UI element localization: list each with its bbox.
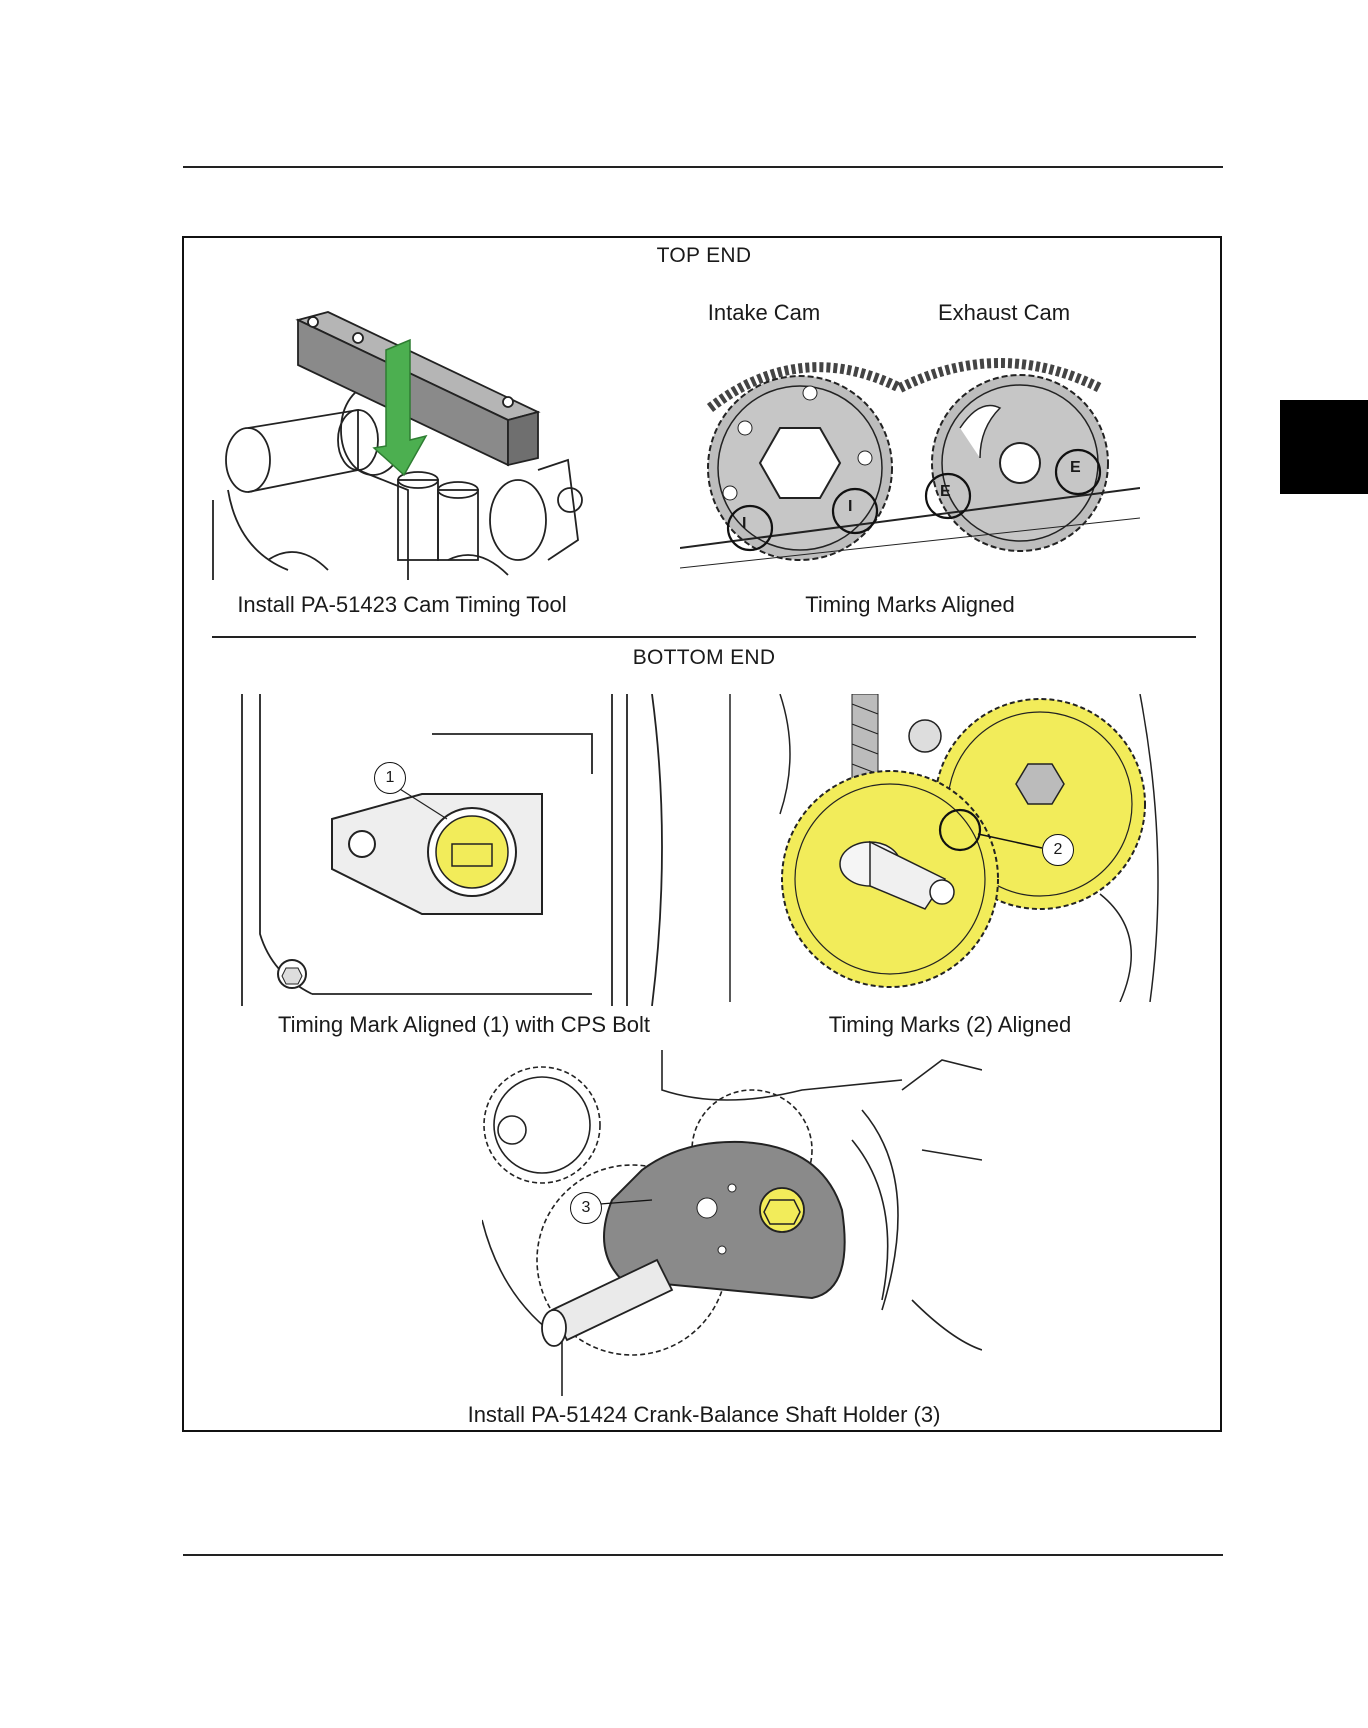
exhaust-mark-letter-2: E	[1070, 459, 1081, 477]
callout-3: 3	[570, 1192, 602, 1224]
section-divider	[212, 636, 1196, 638]
header-rule	[183, 166, 1223, 168]
exhaust-mark-letter-1: E	[940, 483, 951, 501]
cam-timing-marks-illustration: I I E E	[680, 348, 1140, 580]
top-end-title: TOP END	[184, 244, 1224, 268]
crank-holder-illustration: 3	[482, 1050, 982, 1396]
cam-tool-caption: Install PA-51423 Cam Timing Tool	[208, 592, 596, 618]
cps-drawing	[232, 694, 692, 1006]
cam-marks-caption: Timing Marks Aligned	[680, 592, 1140, 618]
callout-2: 2	[1042, 834, 1074, 866]
cps-caption: Timing Mark Aligned (1) with CPS Bolt	[224, 1012, 704, 1038]
crank-holder-caption: Install PA-51424 Crank-Balance Shaft Hol…	[184, 1402, 1224, 1428]
crank-holder-drawing	[482, 1050, 982, 1396]
gear-marks-caption: Timing Marks (2) Aligned	[720, 1012, 1180, 1038]
figure-frame: TOP END	[182, 236, 1222, 1432]
cps-timing-mark-illustration: 1	[232, 694, 692, 1006]
footer-rule	[183, 1554, 1223, 1556]
bottom-end-title: BOTTOM END	[184, 646, 1224, 670]
cam-timing-tool-illustration	[208, 290, 596, 580]
chapter-tab	[1280, 400, 1368, 494]
callout-1: 1	[374, 762, 406, 794]
cam-tool-drawing	[208, 290, 596, 580]
gear-timing-marks-illustration: 2	[720, 694, 1180, 1002]
intake-mark-letter-1: I	[742, 515, 746, 533]
intake-cam-label: Intake Cam	[674, 300, 854, 326]
exhaust-cam-label: Exhaust Cam	[904, 300, 1104, 326]
intake-mark-letter-2: I	[848, 498, 852, 516]
gear-marks-drawing	[720, 694, 1180, 1002]
